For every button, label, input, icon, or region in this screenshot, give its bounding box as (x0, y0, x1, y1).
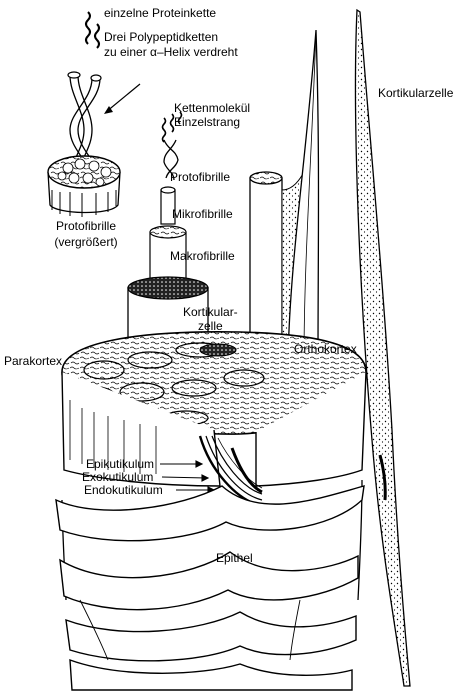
label-orthocortex: Orthokortex (294, 342, 357, 356)
label-three-chains-line1: Drei Polypeptidketten (104, 30, 218, 44)
label-paracortex: Parakortex (4, 354, 62, 368)
label-macrofibril: Makrofibrille (170, 249, 235, 263)
label-single-chain: einzelne Proteinkette (104, 6, 216, 20)
label-microfibril: Mikrofibrille (172, 207, 233, 221)
hair-shaft-scales (56, 480, 364, 690)
label-single-strand: Einzelstrang (174, 115, 240, 129)
helix-pointer-arrow (104, 84, 140, 114)
label-epithelium: Epithel (216, 551, 253, 565)
label-protofibril: Protofibrille (170, 170, 230, 184)
label-epicuticle: Epikutikulum (86, 457, 154, 471)
label-exocuticle: Exokutikulum (82, 470, 153, 484)
label-three-chains-line2: zu einer α–Helix verdreht (104, 45, 238, 59)
label-chain-molecule: Kettenmolekül (174, 101, 250, 115)
label-endocuticle: Endokutikulum (84, 483, 163, 497)
label-protofibril-enlarged-line1: Protofibrille (44, 219, 128, 233)
label-cortical-cell-line2: zelle (198, 319, 223, 333)
label-protofibril-enlarged-line2: (vergrößert) (44, 235, 128, 249)
cortical-cell-spindle (355, 10, 410, 686)
label-cortical-cell-right: Kortikularzelle (378, 86, 453, 100)
label-cortical-cell-line1: Kortikular- (183, 305, 238, 319)
